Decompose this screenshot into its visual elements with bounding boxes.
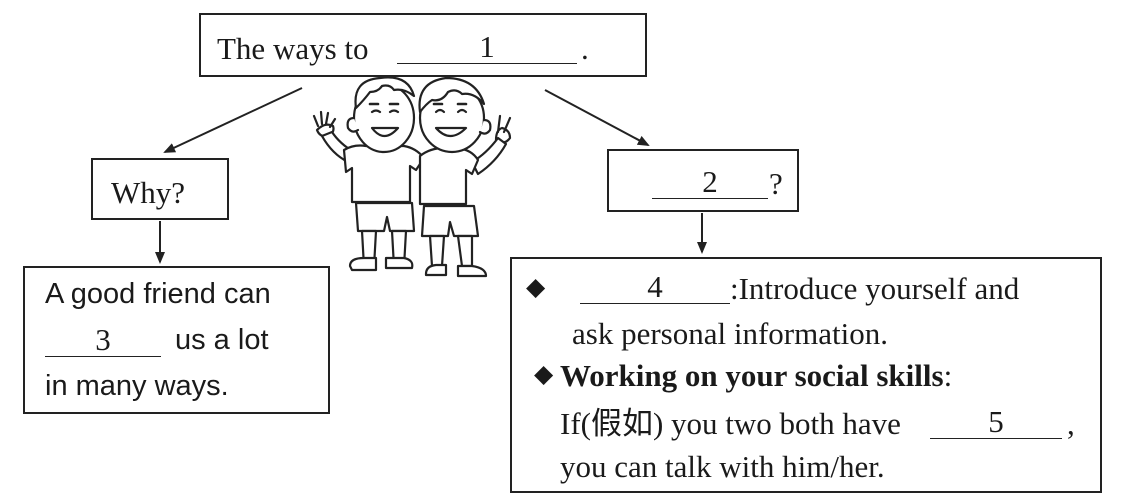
friend-blank-wrap: 3	[45, 324, 161, 357]
blank-4[interactable]: 4	[580, 271, 730, 304]
title-box: The ways to 1 .	[199, 13, 647, 77]
blank-2[interactable]: 2	[652, 166, 768, 199]
blank-3[interactable]: 3	[45, 324, 161, 357]
title-prefix: The ways to	[217, 33, 369, 64]
social-skills-heading: Working on your social skills	[560, 358, 944, 393]
tips-item-1-line-2: ask personal information.	[572, 318, 888, 349]
arrow-to-why	[165, 88, 302, 152]
friend-line-2-suffix: us a lot	[175, 326, 269, 355]
why-label: Why?	[111, 177, 185, 208]
tips-blank-5-wrap: 5	[930, 406, 1062, 439]
title-blank-wrap: 1	[397, 31, 577, 64]
blank-1[interactable]: 1	[397, 31, 577, 64]
how-box: 2 ?	[607, 149, 799, 212]
bullet-1: ◆	[526, 275, 545, 300]
friend-box: A good friend can 3 us a lot in many way…	[23, 266, 330, 414]
friend-line-3: in many ways.	[45, 372, 229, 401]
friend-line-1: A good friend can	[45, 280, 271, 309]
title-period: .	[581, 33, 589, 64]
why-box: Why?	[91, 158, 229, 220]
tips-item-1-text: :Introduce yourself and	[730, 273, 1019, 304]
tips-item-2-heading: Working on your social skills:	[560, 360, 952, 391]
tips-item-2-line-3: you can talk with him/her.	[560, 451, 885, 482]
tips-item-2-comma: ,	[1067, 408, 1075, 439]
how-question-mark: ?	[769, 168, 783, 199]
heading-colon: :	[944, 358, 953, 393]
tips-item-2-prefix: If(假如) you two both have	[560, 408, 901, 439]
how-blank-wrap: 2	[652, 166, 768, 199]
tips-box: ◆ 4 :Introduce yourself and ask personal…	[510, 257, 1102, 493]
bullet-2: ◆	[534, 362, 553, 387]
blank-5[interactable]: 5	[930, 406, 1062, 439]
tips-blank-4-wrap: 4	[580, 271, 730, 304]
arrow-to-how	[545, 90, 648, 145]
